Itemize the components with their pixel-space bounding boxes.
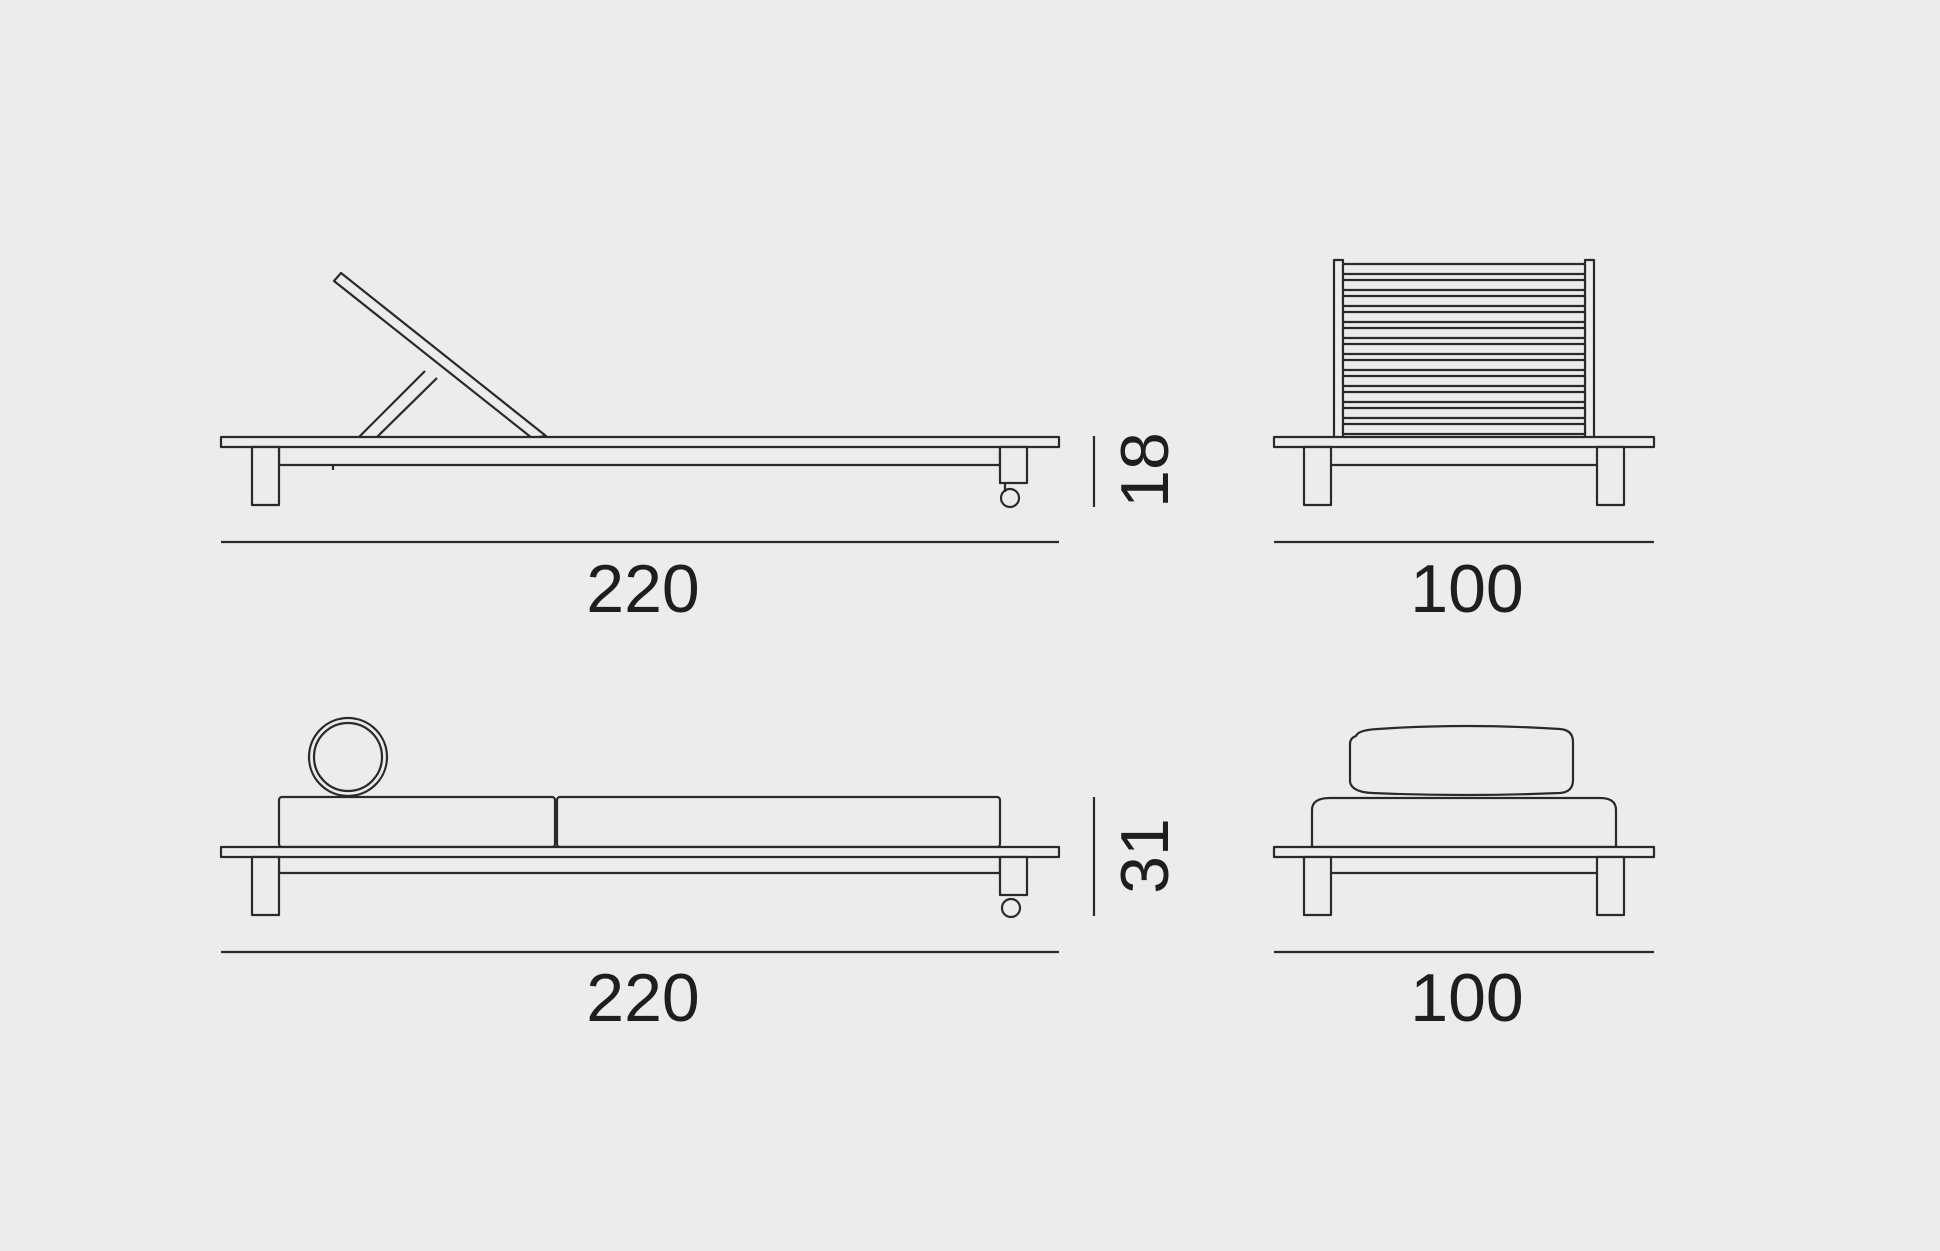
frame-deck: [219, 435, 1061, 449]
right-leg: [1595, 445, 1626, 507]
right-leg: [1595, 855, 1626, 917]
rear-leg: [250, 855, 281, 917]
width-dimension-label: 100: [1410, 551, 1523, 627]
lounger-side-view: 220 18: [219, 271, 1183, 627]
left-leg: [1302, 855, 1333, 917]
head-cushion: [277, 795, 557, 849]
wheel: [1000, 897, 1022, 919]
seat-cushion: [555, 795, 1002, 849]
width-dimension-label: 220: [586, 551, 699, 627]
daybed-side-view: 220 31: [219, 716, 1183, 1036]
frame-deck: [219, 845, 1061, 859]
backrest-left-post: [1332, 258, 1345, 440]
front-leg: [998, 445, 1029, 485]
height-dimension-label: 18: [1107, 432, 1183, 508]
wheel: [999, 487, 1021, 509]
top-cushion: [1348, 724, 1575, 797]
height-dimension-label: 31: [1107, 818, 1183, 894]
lounger-front-view: 100: [1272, 258, 1656, 627]
frame-deck: [1272, 845, 1656, 859]
width-dimension-label: 100: [1410, 960, 1523, 1036]
width-dimension-label: 220: [586, 960, 699, 1036]
backrest-strut: [357, 370, 426, 439]
backrest-right-post: [1583, 258, 1596, 440]
front-leg: [998, 855, 1029, 897]
seat-cushion: [1310, 796, 1618, 849]
backrest: [332, 271, 548, 440]
backrest-strut-edge: [375, 377, 438, 439]
rear-leg: [250, 445, 281, 507]
frame-deck: [1272, 435, 1656, 449]
daybed-front-view: 100: [1272, 724, 1656, 1036]
bolster-cushion: [307, 716, 389, 798]
backrest-slats: [1341, 262, 1587, 436]
left-leg: [1302, 445, 1333, 507]
